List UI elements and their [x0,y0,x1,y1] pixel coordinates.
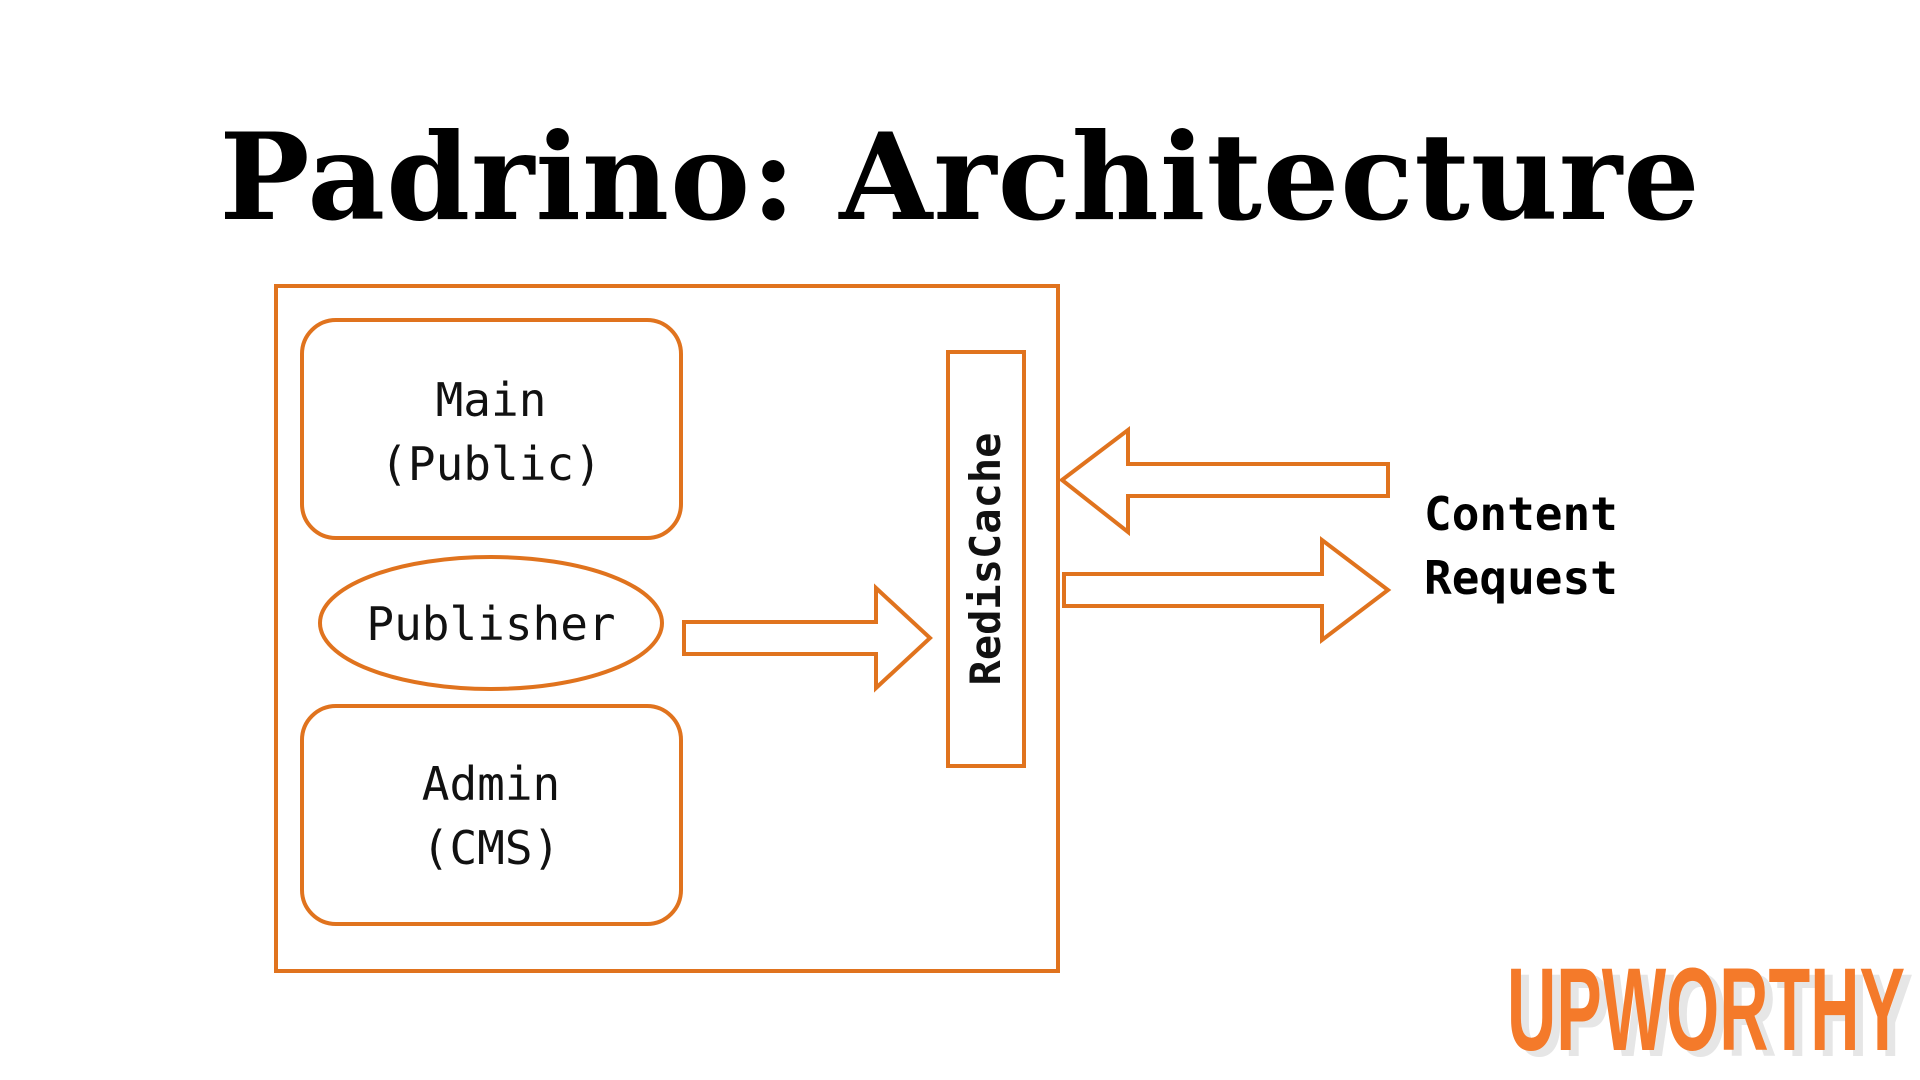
redis-cache-label: RedisCache [961,433,1010,686]
request-label: Request [1424,551,1618,605]
admin-box-label-line1: Admin [422,757,560,811]
upworthy-logo-text: UPWORTHY [1507,948,1905,1076]
main-box-label-line2: (Public) [380,437,602,491]
upworthy-logo-shadow: UPWORTHY [1515,950,1913,1080]
upworthy-logo: UPWORTHY UPWORTHY [1507,948,1913,1080]
publisher-ellipse [318,555,664,691]
main-public-box [300,318,683,540]
request-to-cache-arrow [1058,425,1390,537]
slide-title: Padrino: Architecture [219,107,1701,248]
admin-cms-box [300,704,683,926]
cache-to-content-arrow [1062,535,1392,645]
publisher-label: Publisher [366,597,615,651]
publisher-to-cache-arrow [682,583,933,693]
main-box-label-line1: Main [436,373,547,427]
server-container [274,284,1060,973]
admin-box-label-line2: (CMS) [422,821,560,875]
redis-cache-box [946,350,1026,768]
content-label: Content [1424,487,1618,541]
